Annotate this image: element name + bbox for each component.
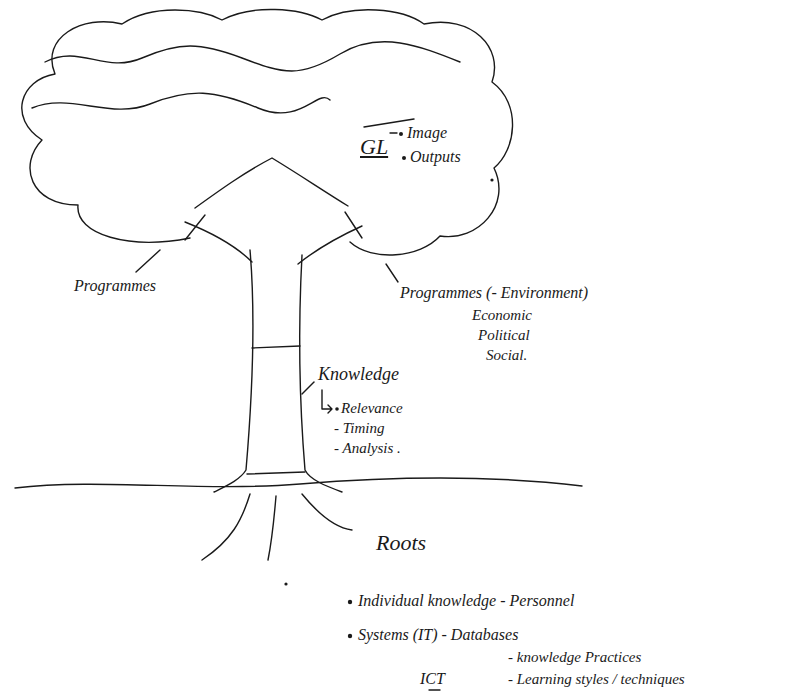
tree-label: - Timing xyxy=(334,419,384,437)
bullet-dot xyxy=(402,156,406,160)
leader-line xyxy=(386,264,398,282)
tree-label: Social. xyxy=(486,346,527,364)
tree-branch xyxy=(195,158,348,208)
tree-label: Political xyxy=(478,326,530,344)
bullet-dot xyxy=(490,178,493,181)
hook-arrow xyxy=(322,390,332,413)
leader-line xyxy=(136,250,160,272)
gl-overline xyxy=(364,119,414,127)
tree-branch xyxy=(298,226,362,264)
trunk-mark xyxy=(252,346,300,348)
trunk-mark xyxy=(247,472,305,474)
tree-label: - Learning styles / techniques xyxy=(508,670,685,688)
tree-label: Individual knowledge - Personnel xyxy=(358,591,574,610)
underline-mark xyxy=(429,689,440,690)
tree-crown xyxy=(22,9,513,255)
tree-root xyxy=(202,494,250,560)
tree-label: Programmes (- Environment) xyxy=(400,283,588,302)
bullet-dot xyxy=(348,600,352,604)
tree-label: Knowledge xyxy=(318,364,399,386)
tree-label: GL xyxy=(360,134,388,160)
bullet-dot xyxy=(348,634,352,638)
tree-label: Roots xyxy=(376,530,426,556)
ground-line xyxy=(15,478,582,488)
gl-dash xyxy=(390,132,397,133)
bullet-dot xyxy=(335,407,339,411)
tree-root xyxy=(302,494,352,530)
tree-trunk xyxy=(214,250,253,492)
tree-branch xyxy=(185,215,205,240)
tree-label: Outputs xyxy=(410,147,461,166)
tree-label: Economic xyxy=(472,306,532,324)
tree-label: Relevance xyxy=(341,399,403,417)
tree-label: - Analysis . xyxy=(334,439,401,457)
bullet-dot xyxy=(399,132,403,136)
tree-label: Systems (IT) - Databases xyxy=(358,625,518,644)
bullet-dot xyxy=(284,582,287,585)
tree-label: ICT xyxy=(420,669,445,688)
leader-line xyxy=(302,382,314,394)
tree-label: Image xyxy=(407,123,447,142)
tree-label: - knowledge Practices xyxy=(508,648,641,666)
tree-root xyxy=(268,496,276,560)
foliage-line xyxy=(45,42,460,71)
tree-label: Programmes xyxy=(74,276,156,295)
tree-branch xyxy=(345,212,362,238)
foliage-line xyxy=(32,93,330,113)
